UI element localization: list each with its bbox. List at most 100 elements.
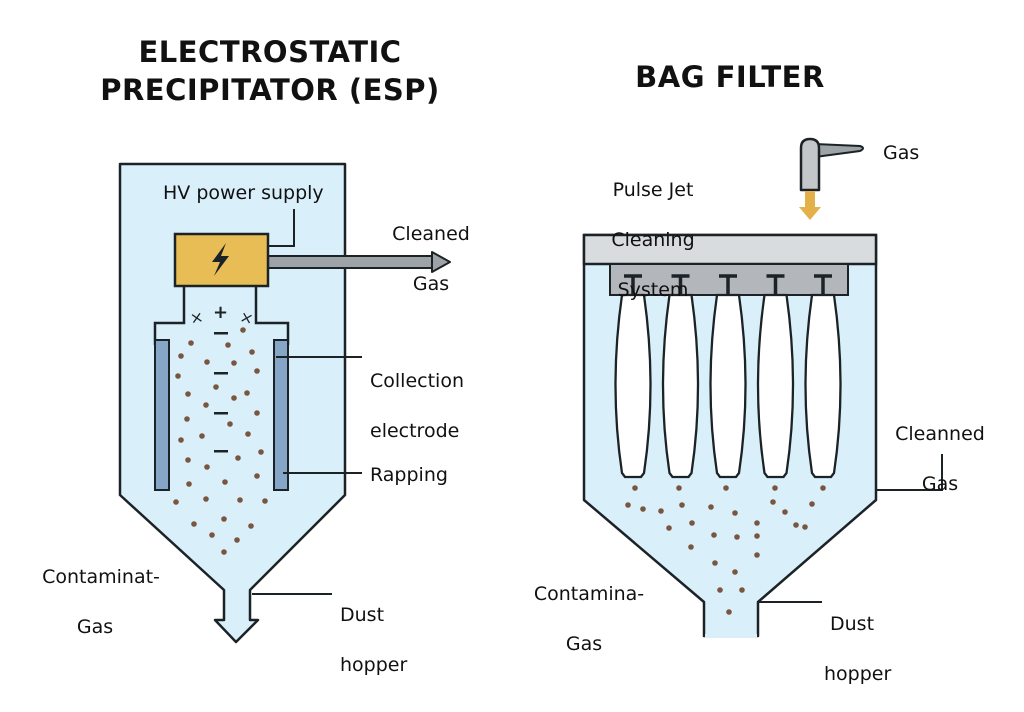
- dust-particle: [221, 549, 227, 555]
- dust-particle: [640, 506, 646, 512]
- dust-particle: [689, 520, 695, 526]
- dust-particle: [754, 552, 760, 558]
- bag-cleaned-gas-label-line-2: Gas: [921, 473, 959, 495]
- dust-particle: [213, 384, 219, 390]
- esp-dust-hopper-label-line-1: Dust: [340, 604, 385, 626]
- collection-electrode-right: [273, 339, 289, 491]
- bag-dust-hopper-label: Dust hopper: [824, 587, 891, 712]
- filter-bag: [804, 293, 842, 479]
- dust-particle: [658, 508, 664, 514]
- dust-particle: [231, 360, 237, 366]
- pulse-jet-label-line-3: System: [617, 279, 689, 301]
- esp-cleaned-gas-label-line-1: Cleaned: [392, 223, 470, 245]
- gas-inlet-pipe: [799, 137, 864, 192]
- bag-contaminated-gas-label-line-2: Gas: [565, 633, 603, 655]
- dust-particle: [754, 520, 760, 526]
- dust-particle: [262, 498, 268, 504]
- bag-dust-hopper-label-line-2: hopper: [824, 663, 892, 685]
- dust-particle: [178, 437, 184, 443]
- dust-particle: [188, 340, 194, 346]
- dust-particle: [240, 327, 246, 333]
- diagram-canvas: × + ×: [118, 137, 943, 644]
- bag-filter-title: BAG FILTER: [635, 60, 825, 94]
- esp-title-line-2: PRECIPITATOR (ESP): [100, 73, 440, 107]
- bag-contaminated-gas-label-line-1: Contamina-: [533, 583, 645, 605]
- dust-particle: [248, 523, 254, 529]
- dust-particle: [191, 521, 197, 527]
- filter-bags: [614, 293, 842, 479]
- dust-particle: [254, 410, 260, 416]
- esp-inner-chamber: [153, 286, 290, 345]
- dust-particle: [782, 509, 788, 515]
- gas-down-arrow-icon: [799, 191, 821, 220]
- charge-cross: ×: [238, 307, 256, 329]
- dust-particle: [734, 534, 740, 540]
- dust-particle: [632, 485, 638, 491]
- bag-cleaned-gas-label: Cleanned Gas: [889, 397, 991, 522]
- dust-particle: [209, 532, 215, 538]
- dust-particle: [221, 516, 227, 522]
- bag-cleaned-gas-label-line-1: Cleanned: [895, 423, 985, 445]
- dust-particle: [249, 349, 255, 355]
- dust-particle: [175, 373, 181, 379]
- bag-filter-header-plate: [582, 233, 878, 266]
- lightning-bolt-icon: [212, 243, 229, 276]
- hv-power-supply-label: HV power supply: [163, 182, 324, 204]
- hv-power-supply-leader: [268, 209, 295, 247]
- dust-particle: [204, 464, 210, 470]
- esp-particles: [173, 327, 268, 555]
- esp-contaminated-gas-label-line-1: Contaminat-: [42, 566, 160, 588]
- dust-particle: [203, 496, 209, 502]
- dust-particle: [772, 485, 778, 491]
- pulse-jet-cleaning-label: Pulse Jet Cleaning System: [603, 153, 703, 328]
- dust-particle: [726, 609, 732, 615]
- esp-cleaned-gas-label: Cleaned Gas: [384, 197, 478, 322]
- esp-diagram: × + ×: [118, 162, 451, 644]
- filter-bag: [614, 293, 652, 479]
- dust-particle: [227, 421, 233, 427]
- dust-particle: [204, 359, 210, 365]
- collection-electrode-left: [154, 339, 170, 491]
- dust-particle: [793, 522, 799, 528]
- filter-bag: [661, 293, 700, 479]
- dust-particle: [676, 485, 682, 491]
- dust-particle: [711, 532, 717, 538]
- dust-particle: [245, 431, 251, 437]
- dust-particle: [184, 416, 190, 422]
- dust-particle: [225, 342, 231, 348]
- dust-particle: [625, 502, 631, 508]
- pulse-jet-nozzles: [624, 274, 832, 295]
- pulse-jet-nozzle-icon: [814, 274, 832, 295]
- dust-particle: [739, 587, 745, 593]
- bag-filter-particles: [625, 485, 826, 615]
- filter-bag: [756, 293, 795, 479]
- bag-dust-hopper-label-line-1: Dust: [830, 613, 875, 635]
- dust-particle: [185, 391, 191, 397]
- collection-electrode-label-line-2: electrode: [370, 420, 460, 442]
- charge-minus: [214, 412, 228, 415]
- dust-particle: [199, 433, 205, 439]
- pulse-jet-nozzle-icon: [671, 274, 690, 295]
- collection-electrode-label-line-1: Collection: [370, 370, 464, 392]
- bag-filter-diagram: [582, 137, 943, 638]
- pulse-jet-nozzle-icon: [766, 274, 785, 295]
- dust-particle: [222, 479, 228, 485]
- dust-particle: [231, 395, 237, 401]
- dust-particle: [820, 485, 826, 491]
- dust-particle: [234, 537, 240, 543]
- gas-inlet-label: Gas: [883, 142, 920, 164]
- dust-particle: [237, 497, 243, 503]
- bag-cleaned-gas-leader: [876, 454, 943, 491]
- pulse-jet-nozzle-icon: [624, 274, 642, 295]
- dust-particle: [754, 533, 760, 539]
- dust-particle: [203, 402, 209, 408]
- esp-dust-hopper-label-line-2: hopper: [340, 654, 408, 676]
- dust-particle: [688, 544, 694, 550]
- dust-particle: [244, 390, 250, 396]
- esp-cleaned-gas-label-line-2: Gas: [412, 273, 450, 295]
- charge-minus: [214, 332, 228, 335]
- charge-cross: ×: [188, 307, 205, 328]
- esp-title-line-1: ELECTROSTATIC: [138, 35, 402, 69]
- dust-particle: [809, 501, 815, 507]
- dust-particle: [186, 481, 192, 487]
